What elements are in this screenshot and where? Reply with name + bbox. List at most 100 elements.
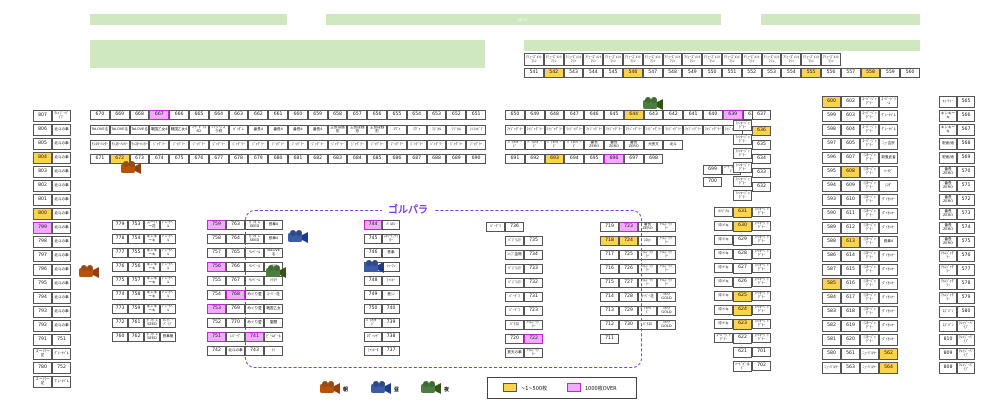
machine-number: 655 [387, 110, 407, 120]
machine-number: 730 [619, 320, 638, 330]
machine-name: ｸﾞﾚｰﾄﾍﾞﾙ [160, 220, 176, 230]
machine-number: 807 [33, 110, 52, 122]
video-camera-icon [79, 265, 99, 278]
machine-name: 主役は銭形 [367, 125, 387, 135]
machine-name: 番長4 [248, 125, 269, 135]
machine-name: ﾌｧﾝｷｰ [382, 276, 400, 286]
machine-name: 番長4 [268, 125, 288, 135]
machine-number: 698 [643, 154, 664, 164]
machine-name: ﾏｲｼﾞｬｸﾞﾗｰ [703, 125, 723, 135]
machine-name: ｼﾞｬｸﾞﾗｰ [208, 140, 229, 150]
machine-name: 北斗の拳 [52, 250, 71, 262]
machine-name: 北斗の拳 [52, 236, 71, 248]
machine-number: 623 [733, 319, 752, 330]
machine-name: 番長4 [288, 125, 308, 135]
machine-name: ｱｲﾑｼﾞｬｸﾞﾗｰ [657, 250, 676, 260]
machine-number: 757 [207, 248, 226, 258]
machine-name: バジリスク絆 [208, 125, 229, 135]
machine-number: 615 [841, 264, 860, 276]
machine-number: 752 [52, 362, 71, 374]
machine-name: ｶﾞﾝﾀﾞﾑSEED [144, 318, 160, 328]
machine-number: 748 [364, 276, 382, 286]
machine-name: ｼﾞｬｸﾞﾗｰ [307, 140, 328, 150]
machine-number: 733 [524, 264, 543, 274]
machine-name: ﾐｽﾀｰｼﾞｬｸﾞﾗｰ [860, 278, 879, 290]
machine-number: 693 [544, 154, 565, 164]
machine-name: ﾆｭｰﾊﾟﾙｻｰ [860, 348, 879, 360]
machine-number: 645 [604, 110, 624, 120]
machine-name: ｱﾐｭｰｽﾞﾒﾝﾄﾏｼﾝ [801, 53, 821, 66]
machine-name: 北斗の拳 [52, 194, 71, 206]
machine-name: ﾓﾝｽﾀｰﾊﾝﾀｰ [129, 140, 150, 150]
machine-name: ｱｲﾑｼﾞｬｸﾞﾗｰ [657, 236, 676, 246]
machine-number: 658 [327, 110, 348, 120]
machine-name: 鉄拳極 [160, 332, 176, 342]
machine-name: 鉄拳4 [264, 220, 283, 230]
machine-name: ｴｳﾞｧ [406, 125, 427, 135]
machine-name: キンキーキ [939, 124, 957, 136]
machine-name: ｱｲﾑｼﾞｬｸﾞﾗｰ [939, 264, 957, 276]
machine-number: 765 [226, 248, 245, 258]
machine-number: 571 [957, 180, 975, 192]
machine-name: ｱｲﾑｼﾞｬｸﾞﾗｰ [657, 222, 676, 232]
machine-name: ｶﾞﾝﾀﾞﾑSEED [144, 332, 160, 342]
machine-number: 569 [957, 152, 975, 164]
machine-number: 762 [128, 332, 144, 342]
machine-name: ﾌｧﾝｷｰｼﾞｬｸﾞﾗｰ [752, 249, 771, 259]
machine-number: 754 [128, 234, 144, 244]
machine-number: 773 [112, 304, 128, 314]
machine-number: 722 [524, 334, 543, 344]
machine-number: 724 [619, 236, 638, 246]
machine-name: ﾏｲｼﾞｬｸﾞﾗｰ [663, 125, 684, 135]
machine-number: 797 [33, 250, 52, 262]
machine-number: 589 [822, 222, 841, 234]
machine-number: 729 [619, 306, 638, 316]
machine-number: 572 [957, 194, 975, 206]
machine-number: 680 [268, 154, 288, 164]
machine-name: ﾆｭｰﾊﾟﾙｻｰ [860, 362, 879, 374]
machine-number: 634 [752, 154, 771, 164]
machine-number: 547 [642, 68, 663, 78]
machine-number: 650 [505, 110, 525, 120]
machine-number: 656 [367, 110, 387, 120]
machine-name: ｼﾞｬｸﾞﾗｰ [228, 140, 249, 150]
machine-number: 599 [822, 110, 841, 122]
machine-name: ﾏｲｼﾞｬｸﾞﾗｰ [544, 125, 565, 135]
machine-name: 聖闘 [264, 318, 283, 328]
machine-number: 627 [733, 263, 752, 274]
machine-number: 581 [822, 334, 841, 346]
machine-number: 635 [752, 140, 771, 150]
video-camera-icon [266, 265, 286, 278]
machine-name: 沖ドキ [714, 277, 733, 287]
machine-name: ﾐｽﾀｰｼﾞｬｸﾞﾗｰ [860, 236, 879, 248]
machine-name: ﾊｰﾅﾋﾞ [879, 166, 898, 178]
machine-name: 番長ZERO [939, 180, 957, 192]
machine-number: 637 [752, 110, 771, 120]
machine-number: 751 [52, 334, 71, 346]
machine-number: 577 [957, 264, 975, 276]
machine-number: 641 [683, 110, 703, 120]
machine-number: 559 [880, 68, 901, 78]
machine-number: 588 [822, 236, 841, 248]
machine-name: ｼﾞｬｸﾞﾗｰ [189, 140, 209, 150]
machine-number: 676 [189, 154, 209, 164]
machine-name: 番長ZERO [584, 140, 604, 150]
machine-name: ｸﾞﾚｰﾄﾍﾞﾙ [160, 276, 176, 286]
machine-name: ﾊﾞｰﾃﾞﾏ [486, 222, 505, 232]
machine-number: 639 [722, 110, 743, 120]
wide-block-right [524, 40, 920, 51]
legend-box [487, 377, 637, 399]
machine-name: ｸﾞﾚｰﾄﾍﾞﾙ [160, 290, 176, 300]
machine-name: ﾏｲｼﾞｬｸﾞﾗｰ [643, 125, 664, 135]
machine-number: 610 [841, 194, 860, 206]
machine-number: 609 [841, 180, 860, 192]
machine-number: 560 [900, 68, 920, 78]
machine-name: ｼﾞｬｸﾞﾗｰ [426, 140, 447, 150]
machine-number: 777 [112, 248, 128, 258]
machine-name: ﾌｧﾝｷｰｼﾞｬｸﾞﾗｰ [733, 176, 752, 187]
machine-name: 北斗 [663, 140, 684, 150]
machine-name: ｸﾞﾚｰﾄﾍﾞﾙ [52, 348, 71, 360]
machine-name: ｽｺﾞﾊﾟﾝ [939, 320, 957, 332]
machine-name: ﾊﾞｲｵﾊｻﾞｰﾄﾞ [524, 140, 545, 150]
machine-name: ｼﾞｬｸﾞﾗｰ [288, 140, 308, 150]
